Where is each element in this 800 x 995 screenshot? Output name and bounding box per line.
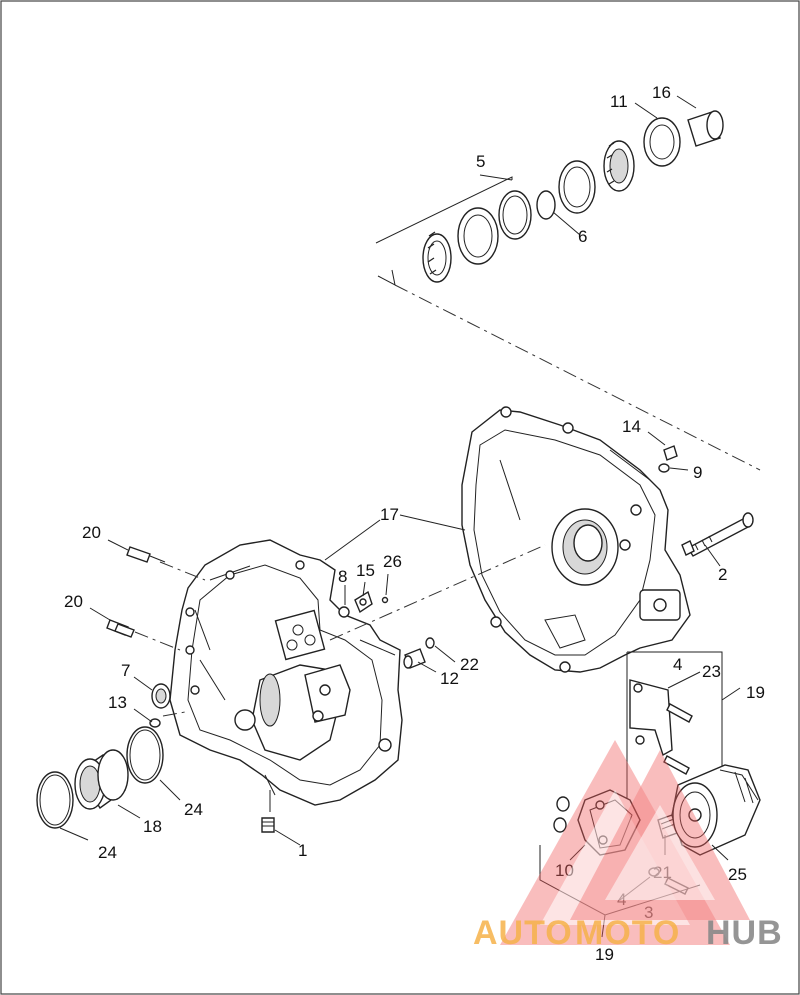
watermark-hub: HUB (706, 914, 783, 952)
automotohub-watermark: AUTO MOTO HUB (473, 740, 783, 952)
part-label-17: 17 (380, 505, 399, 524)
part-labels: 1 2 3 4 4 5 6 7 8 9 10 11 12 13 14 15 16… (64, 83, 765, 964)
watermark-moto: MOTO (575, 914, 680, 952)
part-label-3: 3 (644, 903, 653, 922)
o-ring-small-part (338, 606, 350, 618)
nipple-fitting-part (657, 814, 678, 839)
dowel-part (149, 718, 161, 728)
screw-part (381, 596, 389, 604)
part-label-19: 19 (746, 683, 765, 702)
tapered-roller-part (603, 140, 635, 192)
part-label-13: 13 (108, 693, 127, 712)
part-label-24: 24 (184, 800, 203, 819)
part-label-7: 7 (121, 661, 130, 680)
bracket-line (375, 176, 513, 244)
part-label-22: 22 (460, 655, 479, 674)
stud-part (681, 512, 754, 557)
snap-ring-part (536, 190, 556, 220)
part-label-26: 26 (383, 552, 402, 571)
oil-filter-adapter-group (539, 651, 761, 916)
part-label-11: 11 (610, 92, 628, 111)
leader-dash (159, 561, 206, 581)
part-label-4: 4 (617, 890, 626, 909)
needle-bearing-part (422, 231, 452, 283)
leader-dash (134, 631, 181, 651)
leader-lines (59, 95, 741, 938)
leader-dash (329, 544, 546, 641)
o-ring-part (36, 771, 74, 829)
bearing-cup-part (643, 117, 681, 167)
part-label-2: 2 (718, 565, 727, 584)
fitting-part (126, 546, 166, 563)
drain-plug-part (261, 817, 275, 833)
outer-race-part (558, 160, 596, 214)
part-label-12: 12 (440, 669, 459, 688)
part-label-5: 5 (476, 152, 485, 171)
part-label-25: 25 (728, 865, 747, 884)
left-crankcase-half (169, 539, 403, 812)
part-label-8: 8 (338, 567, 347, 586)
o-ring-part (126, 726, 164, 784)
part-label-21: 21 (653, 863, 672, 882)
fitting-part (106, 619, 135, 638)
part-label-9: 9 (693, 463, 702, 482)
part-label-15: 15 (356, 561, 375, 580)
dowel-pin-part (403, 648, 426, 669)
needle-bearing-part (151, 683, 171, 709)
part-label-18: 18 (143, 817, 162, 836)
oil-filter-part (671, 764, 761, 856)
part-label-6: 6 (578, 227, 587, 246)
part-label-16: 16 (652, 83, 671, 102)
main-bearing-part (74, 749, 129, 810)
watermark-logo-triangles (500, 740, 750, 945)
part-label-23: 23 (702, 662, 721, 681)
right-crankcase-half (461, 406, 691, 673)
part-label-20: 20 (64, 592, 83, 611)
bracket-line (377, 269, 396, 286)
bushing-part (687, 110, 724, 147)
bearing-race-part (457, 207, 499, 265)
part-label-4: 4 (673, 655, 682, 674)
part-label-19: 19 (595, 945, 614, 964)
part-label-14: 14 (622, 417, 641, 436)
o-ring-small-part (425, 637, 435, 649)
part-label-1: 1 (298, 841, 307, 860)
bracket-line (539, 845, 701, 916)
part-label-10: 10 (555, 861, 574, 880)
leader-dash (162, 711, 186, 717)
bearing-assembly-group (375, 110, 761, 471)
part-label-24: 24 (98, 843, 117, 862)
watermark-auto: AUTO (473, 914, 573, 952)
dowel-pin-part (658, 445, 678, 473)
part-label-20: 20 (82, 523, 101, 542)
retaining-ring-part (498, 190, 532, 240)
